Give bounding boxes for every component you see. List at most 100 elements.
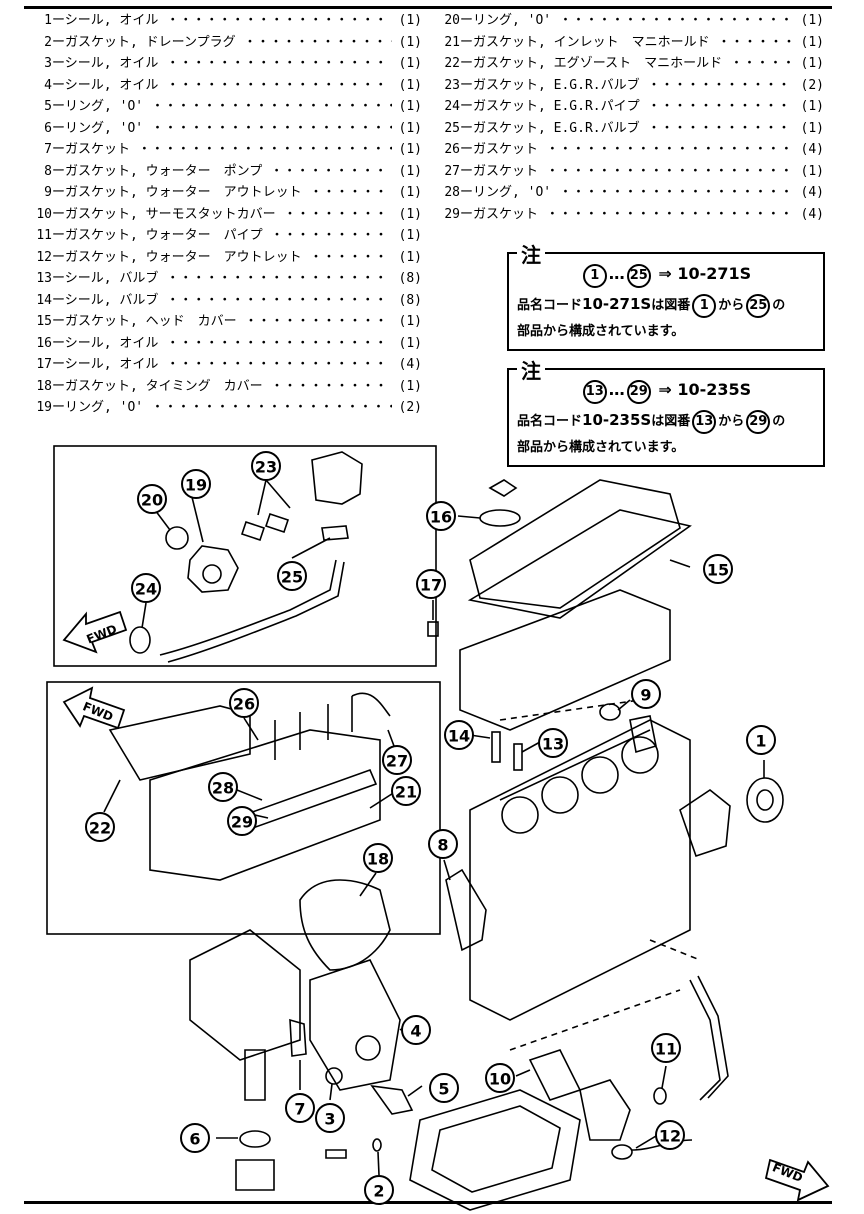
- o-ring-5-part: [370, 1084, 414, 1115]
- part-quantity: (4): [800, 142, 824, 157]
- part-name: ーガスケット: [460, 161, 794, 183]
- callout-8: 8: [428, 829, 458, 859]
- callout-circle: [227, 806, 257, 836]
- callout-22: 22: [85, 812, 115, 842]
- callout-number: 3: [324, 1110, 335, 1129]
- callout-circle: [180, 1123, 210, 1153]
- callout-circle: [746, 725, 776, 755]
- timing-cover-right: [309, 959, 401, 1091]
- callout-circle: [251, 451, 281, 481]
- callout-28: 28: [208, 772, 238, 802]
- callout-circle: [703, 554, 733, 584]
- gasket-12: [611, 1144, 633, 1160]
- arrow: ⇒: [658, 380, 672, 399]
- callout-number: 23: [255, 458, 277, 477]
- part-name: ーリング, 'O': [52, 397, 392, 419]
- callout-circle: [363, 843, 393, 873]
- part-quantity: (1): [800, 34, 824, 50]
- callout-3: 3: [315, 1103, 345, 1133]
- part-number: 16: [36, 335, 52, 351]
- part-quantity: (1): [800, 99, 824, 114]
- callout-number: 17: [420, 576, 442, 595]
- water-pump-gasket: [445, 868, 487, 952]
- callout-20: 20: [137, 484, 167, 514]
- part-name: ーリング, 'O': [460, 10, 794, 32]
- part-number: 9: [44, 185, 52, 200]
- arrow: ⇒: [658, 264, 672, 283]
- callout-number: 5: [438, 1080, 449, 1099]
- part-quantity: (1): [800, 120, 824, 136]
- egr-valve: [187, 545, 239, 593]
- callout-number: 13: [542, 735, 564, 754]
- callout-circle: [416, 569, 446, 599]
- part-code: 10-271S: [582, 295, 652, 313]
- callout-circle: [651, 1033, 681, 1063]
- callout-number: 6: [189, 1130, 200, 1149]
- part-number: 15: [36, 314, 52, 329]
- callout-ref: 13: [582, 380, 607, 404]
- callout-18: 18: [363, 843, 393, 873]
- callout-10: 10: [485, 1063, 515, 1093]
- water-pipe: [689, 979, 721, 1101]
- valve-seal-13: [513, 743, 523, 771]
- callout-circle: [426, 501, 456, 531]
- part-code: 10-271S: [677, 264, 752, 283]
- timing-cover-left: [189, 929, 301, 1061]
- part-number: 10: [36, 206, 52, 222]
- part-quantity: (1): [398, 314, 422, 329]
- callout-number: 20: [141, 491, 163, 510]
- callout-number: 29: [231, 813, 253, 832]
- part-number: 5: [44, 99, 52, 114]
- callout-27: 27: [382, 745, 412, 775]
- callout-circle: [315, 1103, 345, 1133]
- part-number: 20: [444, 13, 460, 28]
- cylinder-block: [469, 719, 691, 1021]
- part-name: ーガスケット, ヘッド カバー: [52, 311, 392, 333]
- part-quantity: (1): [398, 378, 422, 394]
- callout-number: 25: [281, 568, 303, 587]
- callout-number: 16: [430, 508, 452, 527]
- part-quantity: (1): [800, 13, 824, 28]
- part-number: 18: [36, 378, 52, 394]
- callout-ref: 25: [626, 264, 651, 288]
- part-quantity: (4): [398, 357, 422, 372]
- oil-pan: [409, 1089, 581, 1211]
- part-name: ーリング, 'O': [52, 118, 392, 140]
- callout-21: 21: [391, 776, 421, 806]
- part-quantity: (1): [800, 163, 824, 179]
- callout-circle: [631, 679, 661, 709]
- part-number: 6: [44, 120, 52, 136]
- callout-circle: [277, 561, 307, 591]
- callout-circle: [429, 1073, 459, 1103]
- callout-12: 12: [655, 1120, 685, 1150]
- part-number: 7: [44, 142, 52, 157]
- part-quantity: (1): [398, 56, 422, 71]
- egr-valve-top: [311, 451, 363, 505]
- part-quantity: (2): [800, 77, 824, 93]
- gasket-11: [653, 1087, 667, 1105]
- callout-29: 29: [227, 806, 257, 836]
- callout-circle: [285, 1093, 315, 1123]
- callout-circle: [131, 573, 161, 603]
- callout-ref: 29: [746, 410, 771, 434]
- callout-circle: [208, 772, 238, 802]
- note-text: 品名コード: [517, 298, 583, 313]
- part-name: ーガスケット, サーモスタットカバー: [52, 204, 392, 226]
- part-quantity: (2): [398, 400, 422, 415]
